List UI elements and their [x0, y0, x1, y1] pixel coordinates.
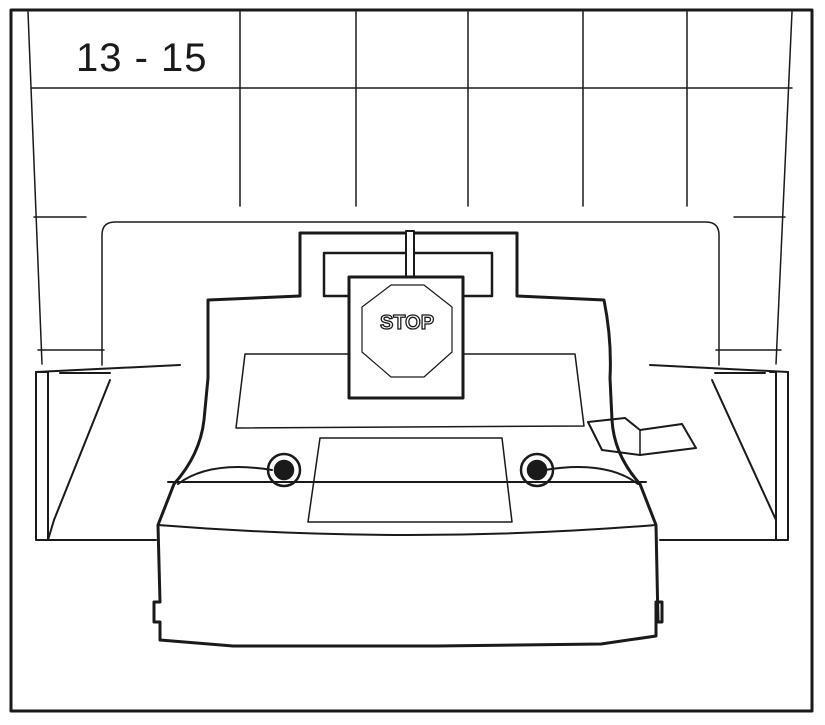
right-hinge	[519, 452, 555, 488]
countertop	[35, 364, 789, 541]
stop-card	[347, 275, 465, 400]
outer-border	[9, 8, 814, 713]
sign-clip	[405, 230, 415, 280]
rear-housing	[101, 221, 720, 366]
front-panel	[157, 466, 657, 536]
display-panel	[235, 353, 585, 429]
center-window	[307, 437, 513, 523]
tile-wall	[27, 11, 793, 365]
left-hinge	[266, 452, 302, 488]
stop-sign-icon	[361, 284, 453, 378]
release-tab	[587, 417, 697, 456]
step-range-label: 13 - 15	[76, 36, 208, 80]
stop-sign-label: STOP	[380, 312, 434, 334]
machine-body	[152, 231, 664, 648]
